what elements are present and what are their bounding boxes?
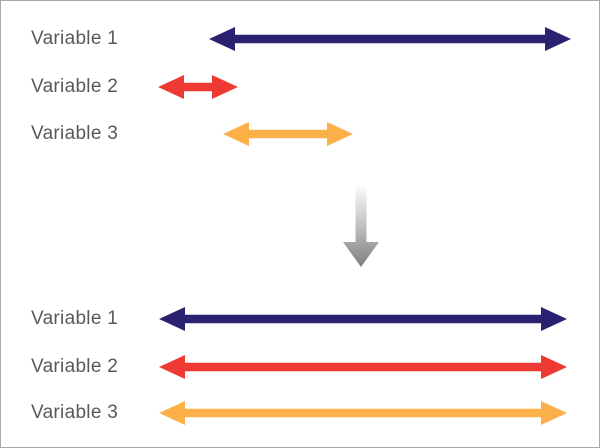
range-arrow bbox=[158, 75, 238, 99]
variable-label-after-1: Variable 1 bbox=[31, 308, 119, 329]
variable-label-before-3: Variable 3 bbox=[31, 123, 119, 144]
range-arrow bbox=[209, 27, 571, 51]
variable-label-after-2: Variable 2 bbox=[31, 356, 119, 377]
range-arrow bbox=[223, 122, 353, 146]
variable-label-before-2: Variable 2 bbox=[31, 76, 119, 97]
variable-label-before-1: Variable 1 bbox=[31, 28, 119, 49]
range-arrow bbox=[159, 355, 567, 379]
range-arrow bbox=[159, 307, 567, 331]
variable-label-after-3: Variable 3 bbox=[31, 402, 119, 423]
transform-down-arrow-icon bbox=[343, 184, 379, 267]
range-arrow bbox=[159, 401, 567, 425]
